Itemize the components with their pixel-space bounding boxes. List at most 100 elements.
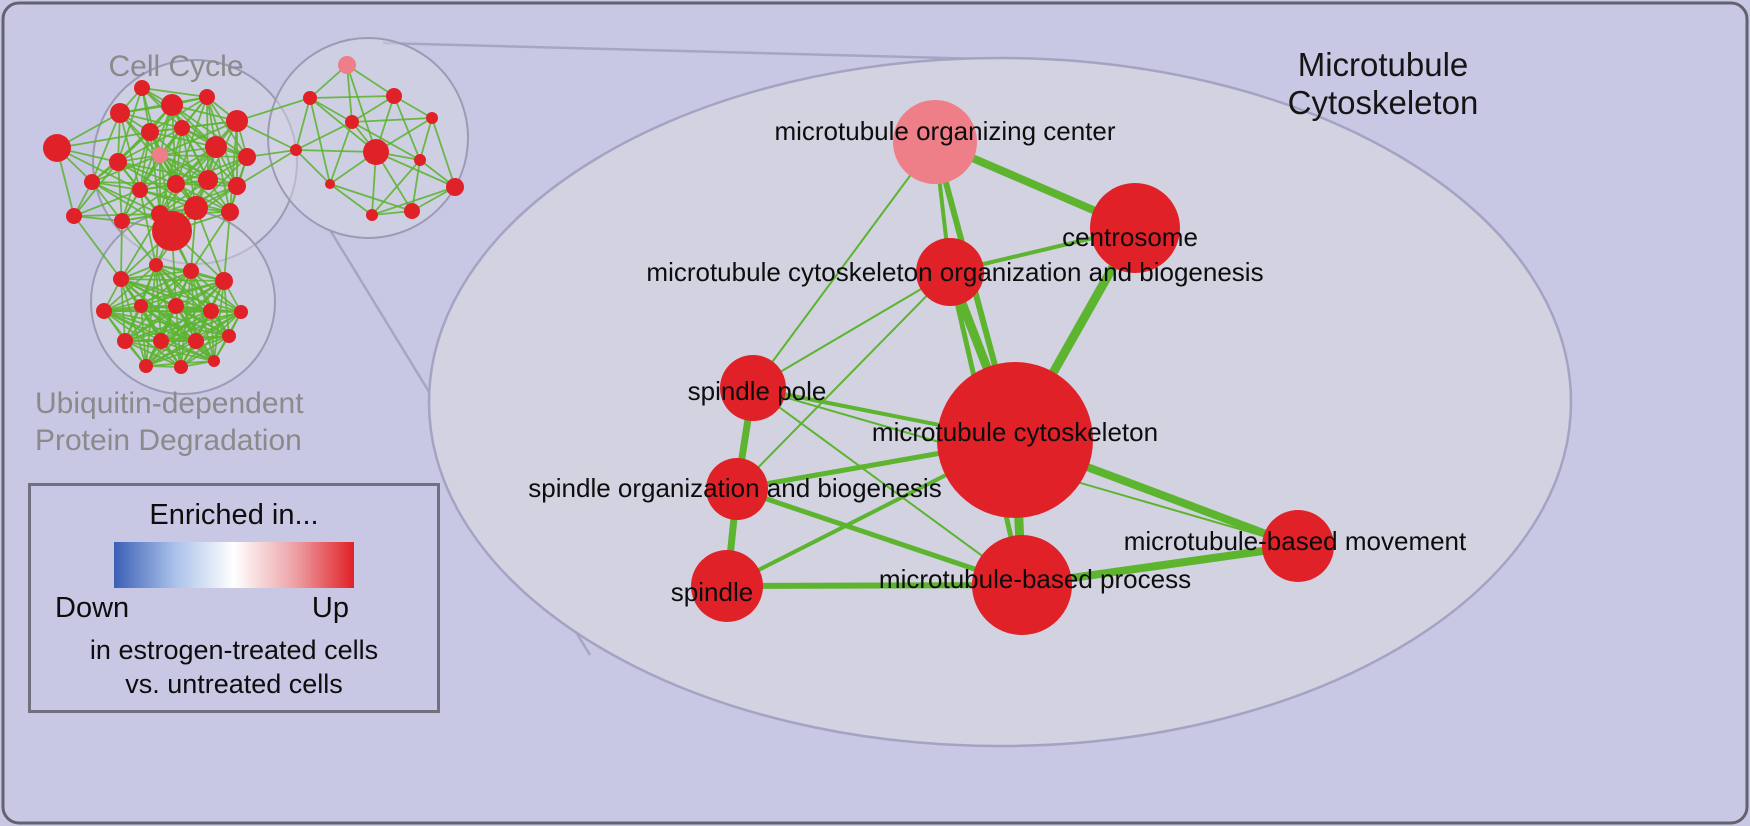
overview-edge	[351, 121, 421, 161]
overview-node	[290, 144, 302, 156]
overview-edge	[145, 264, 157, 367]
zoomed-node-org_bio	[916, 238, 984, 306]
overview-node	[114, 213, 130, 229]
zoomed-edge-spindle_org-mt_process	[734, 486, 1025, 588]
legend-caption-line1: in estrogen-treated cells	[89, 635, 379, 665]
legend-updown-row: Down Up	[31, 592, 437, 625]
overview-edge	[56, 131, 151, 149]
zoomed-edge-spindle_pole-mt_process	[752, 387, 1023, 586]
overview-edge	[431, 117, 456, 188]
overview-edge	[351, 117, 433, 123]
overview-edge	[195, 207, 225, 282]
overview-node	[141, 123, 159, 141]
overview-node	[338, 56, 356, 74]
overview-edge	[309, 97, 377, 153]
overview-node	[228, 177, 246, 195]
overview-edge	[329, 183, 373, 216]
overview-node	[117, 333, 133, 349]
overview-node	[386, 88, 402, 104]
zoomed-edge-org_bio-spindle_pole	[752, 271, 951, 389]
overview-edge	[295, 149, 331, 185]
overview-node	[404, 203, 420, 219]
zoomed-node-mt_cyto	[937, 362, 1093, 518]
overview-node	[161, 94, 183, 116]
overview-edge	[117, 161, 209, 181]
overview-node	[446, 178, 464, 196]
overview-node	[426, 112, 438, 124]
overview-node	[221, 203, 239, 221]
zoomed-node-spindle_pole	[720, 355, 786, 421]
overview-edge	[91, 181, 161, 215]
overview-edge	[351, 95, 395, 123]
zoomed-node-label-mt_process: microtubule-based process	[879, 564, 1191, 594]
overview-node	[153, 333, 169, 349]
overview-node	[222, 329, 236, 343]
overview-node	[198, 170, 218, 190]
overview-edge	[91, 154, 161, 183]
microtubule-cluster-label-line2: Cytoskeleton	[1288, 84, 1479, 121]
overview-edge	[141, 87, 208, 98]
overview-edge	[73, 215, 122, 280]
overview-edge	[124, 305, 177, 342]
zoomed-node-label-spindle_org: spindle organization and biogenesis	[528, 473, 941, 503]
overview-node	[134, 80, 150, 96]
overview-edge	[411, 159, 421, 212]
overview-edge	[223, 280, 230, 337]
overview-edge	[145, 340, 197, 367]
zoomed-node-spindle	[691, 550, 763, 622]
overview-edge	[375, 151, 456, 188]
overview-edge	[139, 189, 231, 213]
overview-node	[205, 136, 227, 158]
ubiquitin-cluster-label-line2: Protein Degradation	[35, 424, 302, 457]
overview-edge	[159, 154, 231, 213]
overview-node	[184, 196, 208, 220]
overview-node	[149, 258, 163, 272]
zoomed-node-label-centrosome: centrosome	[1062, 222, 1198, 252]
zoomed-node-label-org_bio: microtubule cytoskeleton organization an…	[646, 257, 1263, 287]
overview-node	[84, 174, 100, 190]
overview-edge	[103, 280, 225, 312]
overview-node	[168, 298, 184, 314]
overview-edge	[206, 96, 248, 158]
legend-caption-line2: vs. untreated cells	[125, 669, 343, 699]
overview-edge	[117, 87, 143, 163]
zoomed-node-label-spindle: spindle	[671, 577, 753, 607]
overview-edge	[419, 117, 433, 161]
overview-node	[174, 120, 190, 136]
overview-edge	[180, 335, 230, 368]
overview-node	[325, 179, 335, 189]
legend-title: Enriched in...	[149, 499, 319, 531]
microtubule-cluster-label-line1: Microtubule	[1298, 46, 1469, 83]
overview-edge	[160, 311, 242, 342]
overview-edge	[346, 64, 377, 153]
overview-edge	[190, 211, 231, 272]
overview-edge	[215, 146, 231, 213]
overview-edge	[117, 161, 123, 222]
overview-node	[167, 175, 185, 193]
overview-node	[208, 355, 220, 367]
cluster-circle-microtubule	[267, 37, 469, 239]
overview-edge	[103, 270, 192, 312]
overview-node	[139, 359, 153, 373]
overview-node	[215, 272, 233, 290]
overview-node	[183, 263, 199, 279]
overview-edge	[91, 181, 177, 185]
overview-edge	[139, 189, 157, 266]
zoomed-node-moc	[893, 100, 977, 184]
overview-edge	[140, 280, 225, 307]
overview-edge	[73, 215, 123, 222]
zoomed-node-label-moc: microtubule organizing center	[774, 116, 1115, 146]
zoomed-edge-moc-spindle_pole	[752, 141, 936, 389]
overview-edge	[124, 311, 242, 342]
overview-edge	[73, 189, 141, 217]
overview-edge	[149, 131, 161, 215]
overview-edge	[329, 121, 353, 185]
overview-edge	[121, 220, 157, 266]
zoomed-nodes	[691, 100, 1334, 635]
overview-node	[174, 360, 188, 374]
overview-edge	[181, 127, 197, 209]
overview-node	[238, 148, 256, 166]
overview-edge	[236, 97, 311, 122]
